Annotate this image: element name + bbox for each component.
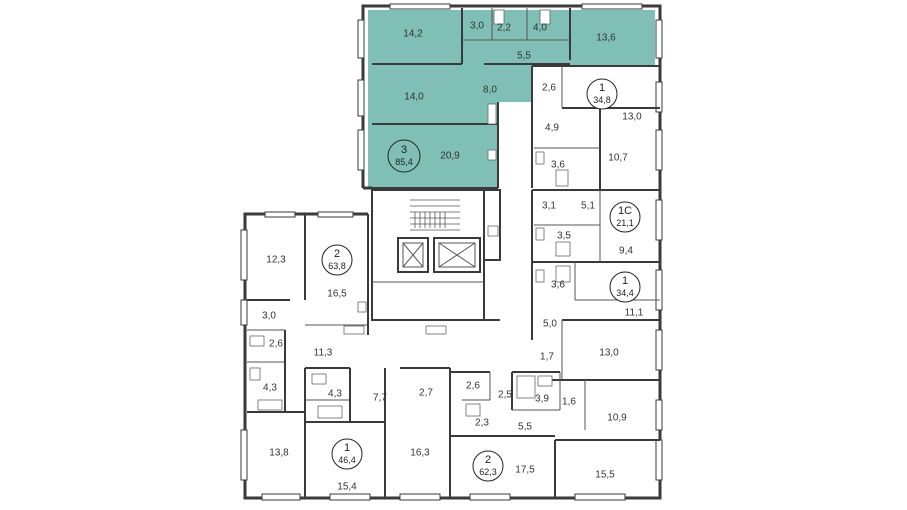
apartment-number: 3: [401, 144, 407, 156]
apartment-label-2-b[interactable]: 2 62,3: [472, 450, 504, 482]
room-area: 11,1: [625, 308, 644, 319]
apartment-3-highlight[interactable]: [368, 10, 655, 188]
room-area: 3,5: [557, 231, 571, 242]
room-area: 4,9: [545, 123, 559, 134]
apartment-label-2-a[interactable]: 2 63,8: [321, 244, 353, 276]
apartment-number: 1: [622, 275, 628, 287]
apartment-number: 1: [344, 442, 350, 454]
apartment-area: 34,4: [616, 288, 634, 298]
apartment-area: 21,1: [616, 218, 634, 228]
room-area: 3,6: [551, 280, 565, 291]
bath-fixtures: [249, 9, 571, 419]
room-area: 2,2: [497, 23, 511, 34]
room-area: 13,6: [596, 33, 616, 44]
elevator-large: [433, 237, 481, 273]
elevator-small: [397, 237, 429, 273]
room-area: 13,0: [622, 112, 642, 123]
apartment-label-3[interactable]: 3 85,4: [387, 139, 421, 173]
room-area: 4,0: [533, 23, 547, 34]
apartment-number: 1: [599, 82, 605, 94]
room-area: 5,0: [543, 319, 557, 330]
room-area: 4,3: [328, 389, 342, 400]
room-area: 2,7: [419, 388, 433, 399]
room-labels: 14,2 3,0 2,2 4,0 13,6 5,5 14,0 8,0 20,9 …: [262, 21, 644, 493]
room-area: 5,1: [581, 201, 595, 212]
room-area: 3,9: [535, 394, 549, 405]
room-area: 15,4: [337, 482, 357, 493]
apartment-label-1-a[interactable]: 1 34,8: [586, 78, 618, 110]
room-area: 10,9: [607, 413, 627, 424]
room-area: 16,3: [410, 448, 430, 459]
apartment-number: 2: [485, 454, 491, 466]
room-area: 2,3: [475, 418, 489, 429]
room-area: 3,1: [542, 201, 556, 212]
room-area: 2,6: [542, 83, 556, 94]
apartment-area: 85,4: [395, 157, 413, 167]
room-area: 13,0: [599, 348, 619, 359]
room-area: 2,6: [466, 381, 480, 392]
room-area: 3,0: [262, 311, 276, 322]
room-area: 17,5: [515, 465, 535, 476]
interior-walls: [247, 8, 660, 498]
room-area: 14,2: [403, 29, 423, 40]
room-area: 5,5: [517, 51, 531, 62]
room-area: 1,7: [540, 352, 554, 363]
room-area: 5,5: [518, 422, 532, 433]
apartment-area: 34,8: [593, 95, 611, 105]
room-area: 7,7: [373, 393, 387, 404]
apartment-label-1-c[interactable]: 1 46,4: [331, 438, 363, 470]
outer-walls: [240, 3, 663, 501]
room-area: 1,6: [562, 397, 576, 408]
room-area: 3,6: [551, 160, 565, 171]
apartment-area: 62,3: [479, 467, 497, 477]
room-area: 4,3: [263, 383, 277, 394]
apartment-number: 1С: [618, 205, 632, 217]
room-area: 14,0: [404, 92, 424, 103]
apartment-area: 46,4: [338, 455, 356, 465]
room-area: 9,4: [619, 246, 633, 257]
room-area: 16,5: [327, 289, 347, 300]
apartment-label-1c[interactable]: 1С 21,1: [609, 201, 641, 233]
room-area: 8,0: [483, 85, 497, 96]
room-area: 15,5: [595, 470, 615, 481]
room-area: 11,3: [314, 348, 333, 359]
apartment-area: 63,8: [328, 261, 346, 271]
room-area: 13,8: [269, 448, 289, 459]
apartment-number: 2: [334, 248, 340, 260]
room-area: 20,9: [440, 151, 460, 162]
room-area: 3,0: [470, 21, 484, 32]
apartment-label-1-b[interactable]: 1 34,4: [609, 271, 641, 303]
room-area: 10,7: [608, 153, 628, 164]
room-area: 2,6: [269, 339, 283, 350]
room-area: 12,3: [266, 255, 286, 266]
room-area: 2,5: [498, 390, 512, 401]
stairwell: [410, 199, 460, 231]
